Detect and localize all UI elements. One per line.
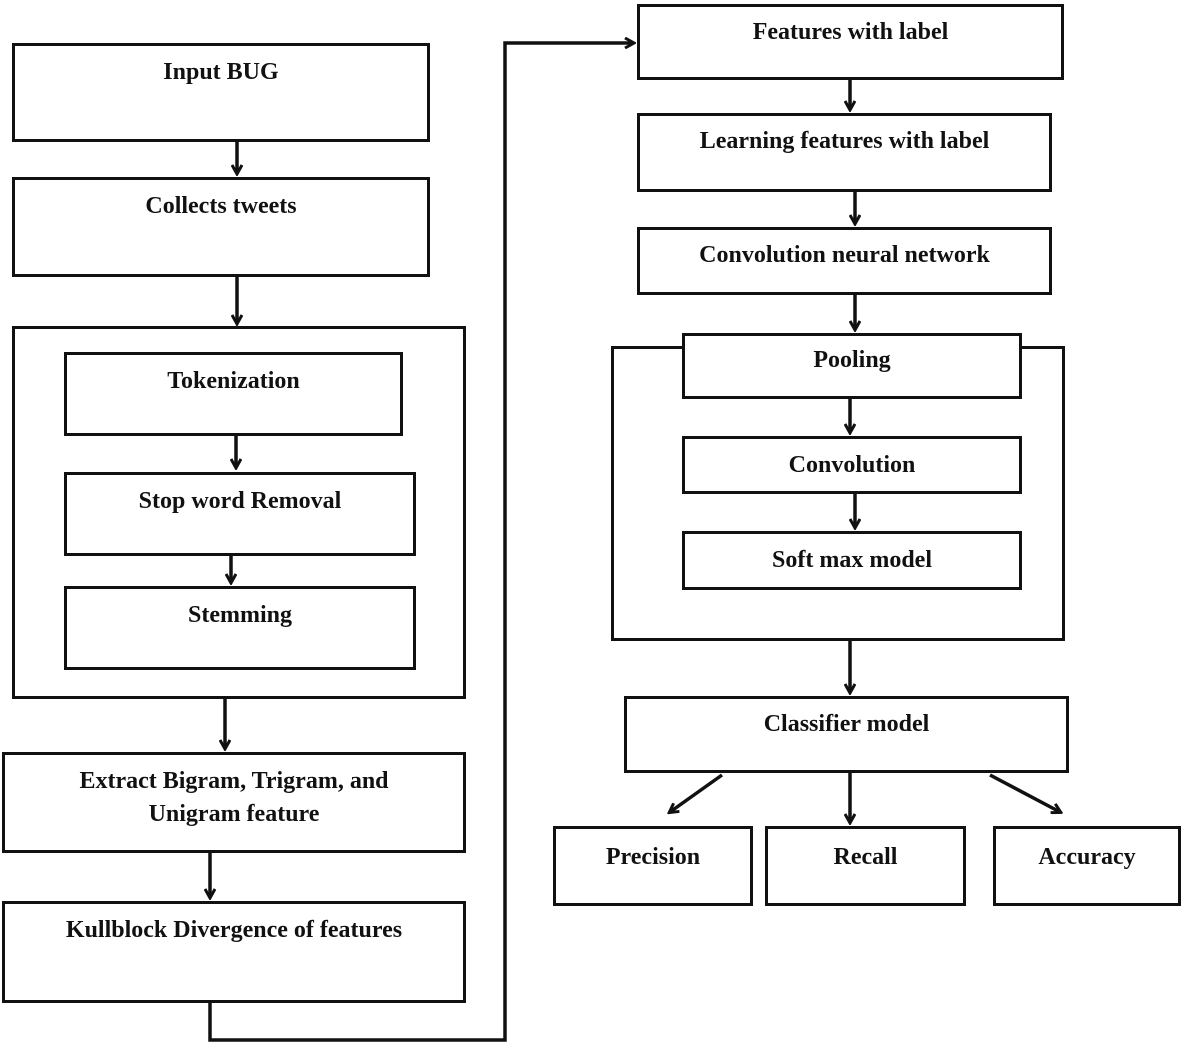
classifier-model-box: Classifier model — [624, 696, 1069, 773]
accuracy-label: Accuracy — [1038, 844, 1136, 870]
precision-label: Precision — [605, 844, 701, 870]
classifier-model-label: Classifier model — [763, 711, 930, 737]
stemming-label: Stemming — [188, 602, 292, 628]
softmax-box: Soft max model — [682, 531, 1022, 590]
arrow-kullblock-to-features — [208, 43, 633, 1042]
kullblock-divergence-box: Kullblock Divergence of features — [2, 901, 466, 1003]
pooling-label: Pooling — [813, 347, 891, 373]
precision-box: Precision — [553, 826, 753, 906]
stemming-box: Stemming — [64, 586, 416, 670]
tokenization-label: Tokenization — [167, 368, 300, 394]
stop-word-removal-box: Stop word Removal — [64, 472, 416, 556]
stop-word-removal-label: Stop word Removal — [138, 488, 342, 514]
features-with-label-box: Features with label — [637, 4, 1064, 80]
cnn-label: Convolution neural network — [699, 242, 990, 268]
recall-box: Recall — [765, 826, 966, 906]
input-bug-label: Input BUG — [163, 59, 279, 85]
recall-label: Recall — [833, 844, 898, 870]
tokenization-box: Tokenization — [64, 352, 403, 436]
convolution-label: Convolution — [788, 452, 916, 478]
softmax-label: Soft max model — [772, 547, 932, 573]
learning-features-label: Learning features with label — [699, 128, 990, 154]
pooling-box: Pooling — [682, 333, 1022, 399]
preprocessing-group — [12, 326, 466, 699]
arrow-classifier-to-accuracy — [989, 773, 1060, 812]
convolution-box: Convolution — [682, 436, 1022, 494]
learning-features-box: Learning features with label — [637, 113, 1052, 192]
input-bug-box: Input BUG — [12, 43, 430, 142]
arrow-classifier-to-precision — [670, 773, 724, 812]
collects-tweets-box: Collects tweets — [12, 177, 430, 277]
features-with-label-label: Features with label — [752, 19, 949, 45]
accuracy-box: Accuracy — [993, 826, 1181, 906]
cnn-box: Convolution neural network — [637, 227, 1052, 295]
extract-features-box: Extract Bigram, Trigram, and Unigram fea… — [2, 752, 466, 853]
extract-features-label: Extract Bigram, Trigram, and Unigram fea… — [79, 768, 389, 827]
collects-tweets-label: Collects tweets — [145, 193, 297, 219]
kullblock-divergence-label: Kullblock Divergence of features — [65, 917, 403, 943]
